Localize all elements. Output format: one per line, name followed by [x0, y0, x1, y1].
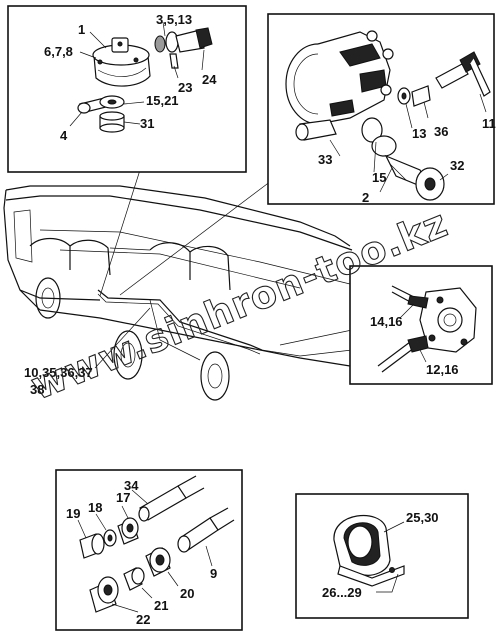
label-15-21: 15,21: [146, 93, 179, 108]
ring-hole: [401, 92, 407, 100]
pipe-fitting-11: [435, 51, 491, 97]
fitting-row-lower: [89, 547, 171, 613]
label-32: 32: [450, 158, 464, 173]
detail-box-bottom-left: 34 19 18 17 9 20 21 22: [55, 469, 243, 631]
label-33: 33: [318, 152, 332, 167]
label-34: 34: [124, 478, 139, 493]
label-2: 2: [362, 190, 369, 205]
label-17: 17: [116, 490, 130, 505]
nut-part: [99, 111, 125, 133]
pipe-clamp: [333, 514, 405, 587]
label-13: 13: [412, 126, 426, 141]
label-31: 31: [140, 116, 154, 131]
label-18: 18: [88, 500, 102, 515]
label-3-5-13: 3,5,13: [156, 12, 192, 27]
label-10-35-36-37: 10,35,36,37: [24, 365, 93, 380]
label-11: 11: [482, 116, 496, 131]
banjo-fitting: [77, 95, 125, 114]
fitting-row-upper: [79, 517, 139, 559]
detail-box-top-right: 11 13 36 33 15 2 32: [267, 13, 496, 205]
label-6-7-8: 6,7,8: [44, 44, 73, 59]
pipe-lower: [377, 335, 429, 373]
label-36: 36: [434, 124, 448, 139]
pipe-9: [177, 507, 235, 553]
label-4: 4: [60, 128, 68, 143]
valve-body: [419, 287, 477, 353]
pipe-34: [138, 475, 205, 522]
label-24: 24: [202, 72, 217, 87]
label-12-16: 12,16: [426, 362, 459, 377]
label-19: 19: [66, 506, 80, 521]
detail-box-mid-right: 14,16 12,16: [349, 265, 493, 385]
label-23: 23: [178, 80, 192, 95]
label-26-29: 26...29: [322, 585, 362, 600]
compressor-body: [285, 30, 394, 141]
bolt-part: [411, 85, 431, 107]
label-22: 22: [136, 612, 150, 627]
detail-box-bottom-right: 25,30 26...29: [295, 493, 469, 619]
label-21: 21: [154, 598, 168, 613]
label-20: 20: [180, 586, 194, 601]
detail-box-top-left: 1 6,7,8 3,5,13 23 24 15,21 4 31: [7, 5, 247, 173]
label-14-16: 14,16: [370, 314, 403, 329]
label-38: 38: [30, 382, 44, 397]
vehicle-outline: [3, 169, 353, 401]
label-9: 9: [210, 566, 217, 581]
label-1: 1: [78, 22, 85, 37]
pipe-fitting-32: [361, 117, 445, 201]
label-15: 15: [372, 170, 386, 185]
union-fitting: [154, 27, 213, 69]
housing-part: [92, 37, 151, 87]
label-25-30: 25,30: [406, 510, 439, 525]
